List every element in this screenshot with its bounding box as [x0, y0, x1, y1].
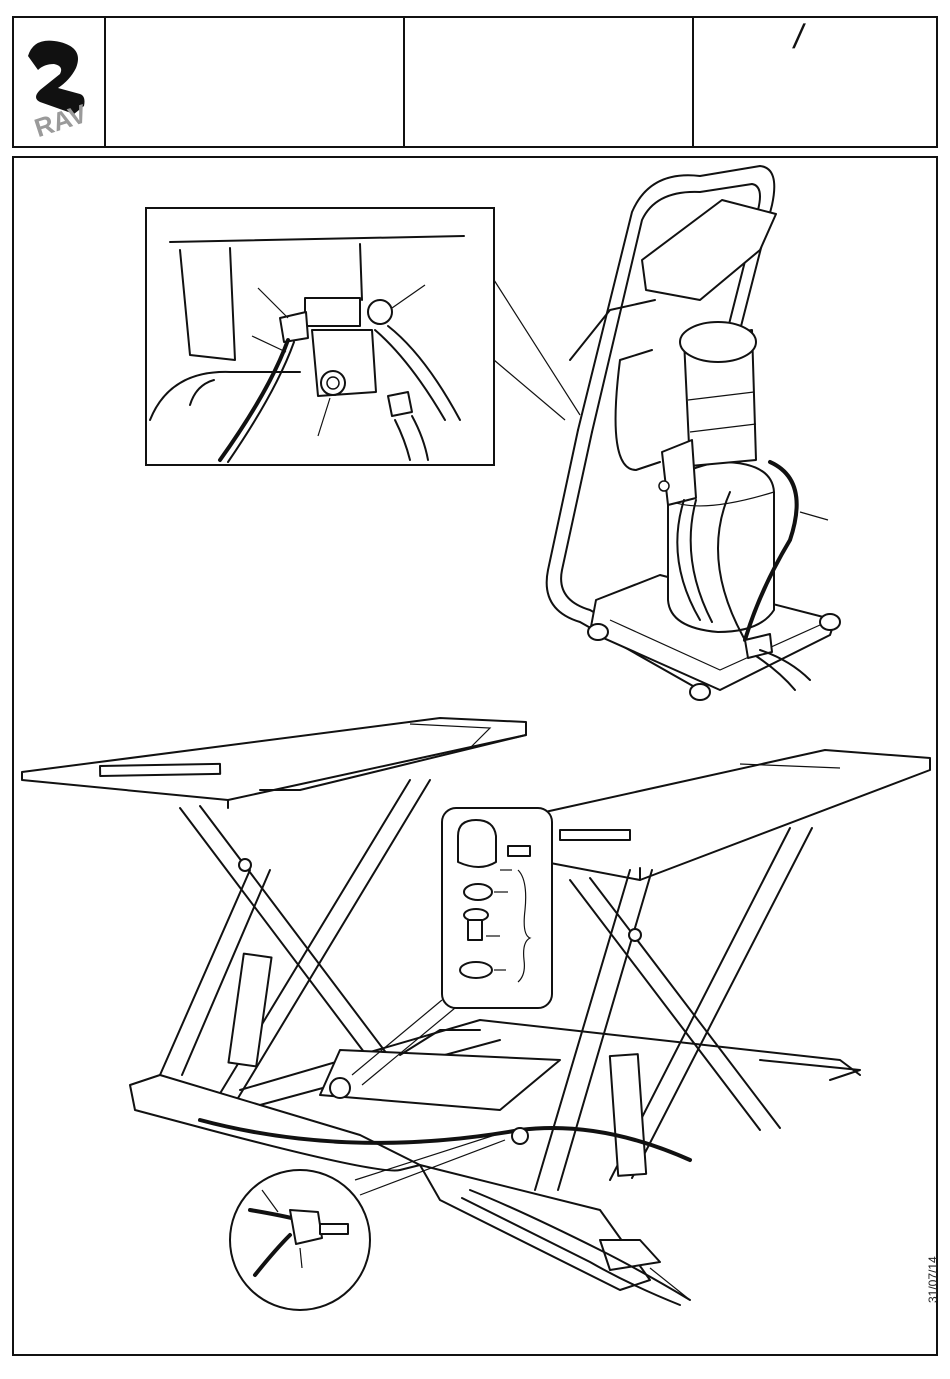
hydraulic-control-unit — [547, 166, 840, 700]
solenoid-valve-detail — [146, 208, 494, 465]
scissor-lift — [22, 718, 930, 1305]
fitting-parts-detail — [352, 808, 552, 1085]
